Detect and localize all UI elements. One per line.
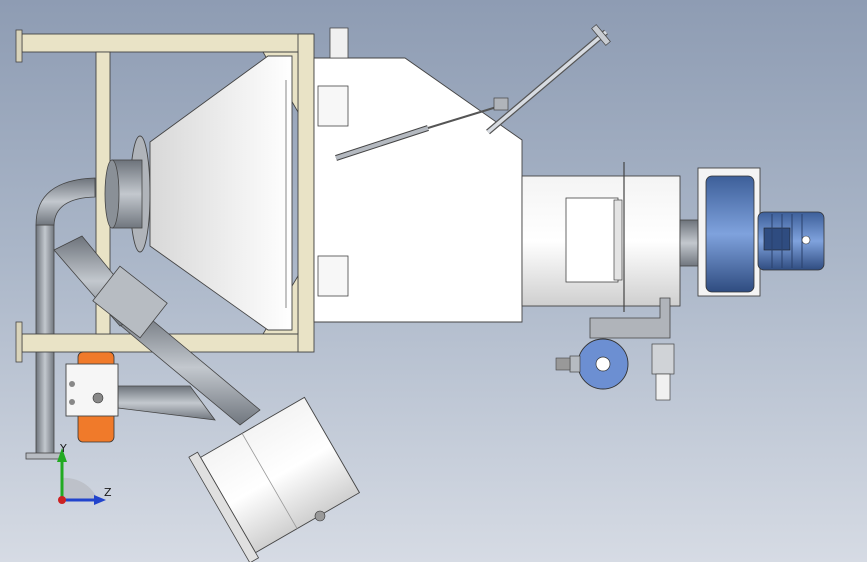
- fan-housing: [697, 167, 761, 297]
- triad-y-label: Y: [59, 442, 67, 455]
- diagonal-outlet-pipe: [53, 235, 261, 426]
- triad-z-label: Z: [104, 486, 112, 499]
- lower-cylinder-vessel: [188, 396, 361, 562]
- x-axis-dot: [58, 496, 66, 504]
- pneumatic-actuator[interactable]: [65, 351, 119, 443]
- electric-motor[interactable]: [757, 211, 825, 271]
- main-housing: [313, 27, 680, 323]
- coordinate-triad: Y Z: [57, 442, 112, 505]
- lever-arm[interactable]: [335, 24, 611, 161]
- drum-cylinder: [521, 162, 711, 312]
- bracket-valve-assembly[interactable]: [555, 297, 675, 401]
- cone-hopper: [104, 55, 293, 331]
